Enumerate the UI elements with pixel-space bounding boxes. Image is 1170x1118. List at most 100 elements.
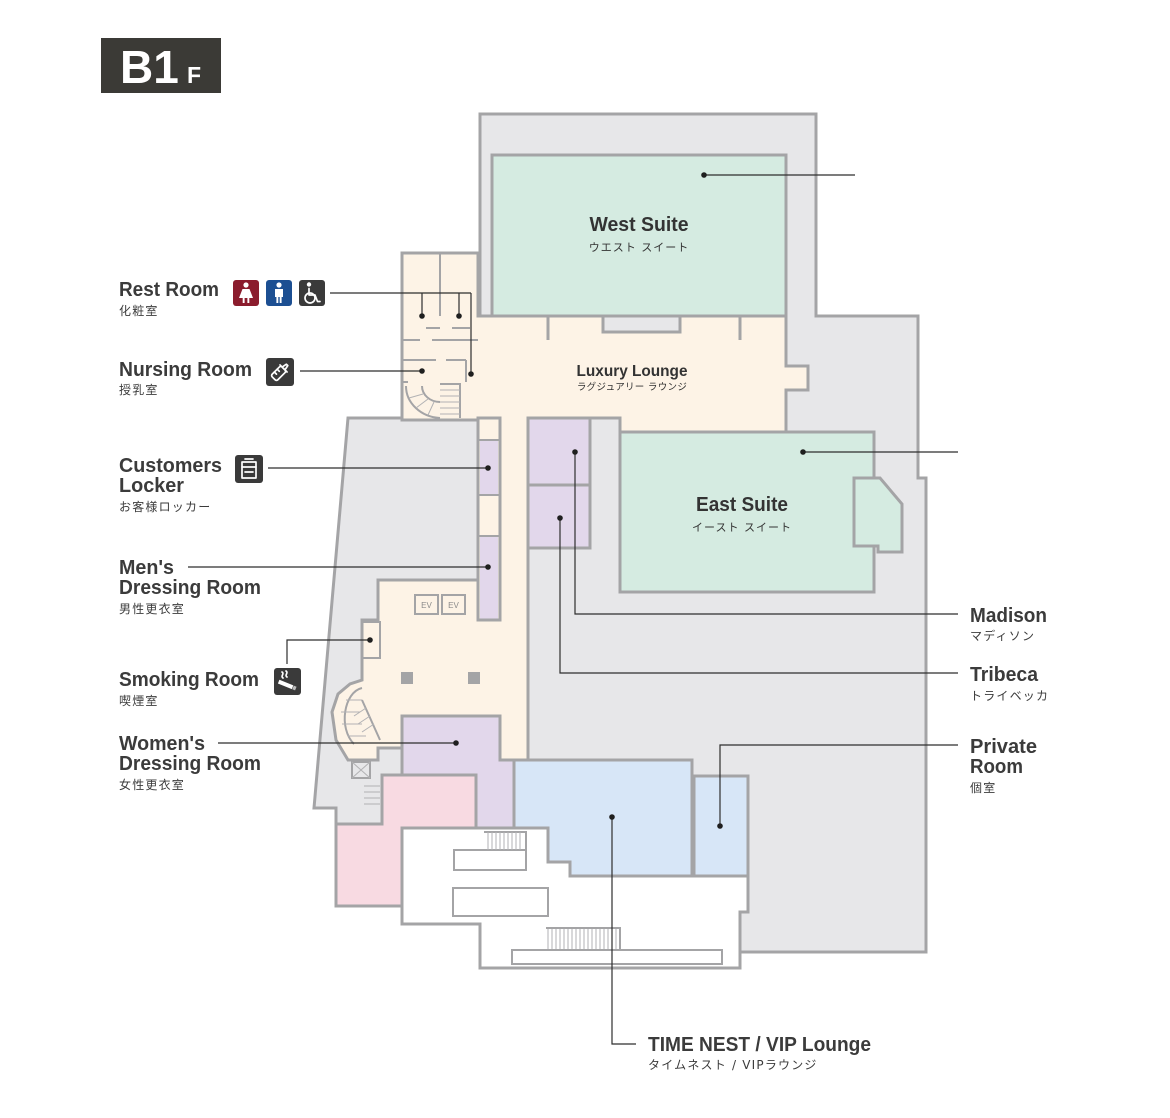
customers-locker-label-line1: Customers: [119, 455, 222, 477]
rest-room-marker-3: [468, 371, 474, 377]
smoking-icon-cigarette-tip: [292, 685, 297, 691]
nursing-room-label: Nursing Room: [119, 359, 252, 381]
private-room-label-line2: Room: [970, 756, 1023, 778]
male-restroom-icon: [266, 280, 292, 306]
mens-dressing-label-line1: Men's: [119, 557, 174, 579]
upper-stair-treads: [487, 832, 521, 850]
service-box: [351, 761, 371, 779]
luxury-lounge-label: Luxury Lounge: [577, 363, 688, 380]
lower-open-area: [400, 826, 750, 970]
time-nest-leader: [611, 817, 636, 1045]
womens-dressing-marker: [453, 740, 459, 746]
locker-icon-details: [241, 458, 257, 473]
wheelchair-icon: [299, 280, 325, 306]
tribeca-label: Tribeca: [970, 664, 1039, 686]
small-stair-treads: [364, 785, 380, 805]
private-room-marker: [717, 823, 723, 829]
west-suite-storage: [601, 314, 682, 334]
lower-counter: [452, 887, 549, 917]
east-suite-marker: [800, 449, 806, 455]
pillar-right: [468, 672, 480, 684]
baby-bottle-icon: [266, 358, 294, 386]
service-column-dividers: [478, 439, 500, 537]
east-suite-label-ja: イースト スイート: [692, 521, 792, 534]
smoking-icon-cigarette-body: [277, 679, 294, 690]
luxury-lounge-label-ja: ラグジュアリー ラウンジ: [577, 381, 687, 393]
elevator-1-label: EV: [421, 601, 432, 610]
upper-stair-outline: [484, 831, 527, 850]
elevator-1: [414, 594, 439, 615]
womens-dressing-label-line1: Women's: [119, 733, 205, 755]
customers-locker-label-line2: Locker: [119, 475, 184, 497]
restroom-walls: [402, 253, 478, 383]
rest-room-marker-1: [419, 313, 425, 319]
smoking-icon-smoke: [281, 670, 288, 679]
womens-dressing-label-line2: Dressing Room: [119, 753, 261, 775]
left-stair-treads: [341, 699, 375, 737]
east-suite-room: [618, 430, 876, 594]
mens-dressing-label-line2: Dressing Room: [119, 577, 261, 599]
womens-dressing-label-ja: 女性更衣室: [119, 777, 185, 792]
east-suite-alcove: [852, 476, 904, 554]
nursing-room-label-ja: 授乳室: [119, 382, 159, 397]
east-suite-label: East Suite: [696, 494, 788, 516]
smoking-room-leader: [286, 639, 370, 664]
upper-stair-landing: [453, 849, 527, 871]
rest-room-label: Rest Room: [119, 279, 219, 301]
wheelchair-icon-head: [306, 282, 312, 287]
service-column: [476, 416, 502, 622]
floor-level: B1: [120, 41, 179, 93]
smoking-room-label-ja: 喫煙室: [119, 693, 159, 708]
floor-suffix: F: [187, 62, 201, 88]
rest-room-leader: [330, 292, 472, 374]
leader-lines: [188, 172, 958, 1045]
floor-badge-background: [101, 38, 221, 93]
service-box-cross: [351, 761, 371, 779]
time-nest-marker: [609, 814, 615, 820]
rest-room-marker-2: [456, 313, 462, 319]
baby-bottle-icon-shape: [270, 363, 289, 382]
smoking-room-label: Smoking Room: [119, 669, 259, 691]
private-room-label-line1: Private: [970, 736, 1037, 758]
female-restroom-icon: [233, 280, 259, 306]
locker-icon: [235, 455, 263, 483]
west-suite-marker: [701, 172, 707, 178]
lower-stair-outline: [546, 927, 621, 950]
female-restroom-icon-figure: [239, 289, 253, 303]
wheelchair-icon-body: [308, 287, 321, 303]
baby-bottle-icon-bg: [266, 358, 294, 386]
time-nest-label-ja: タイムネスト / VIPラウンジ: [648, 1058, 818, 1072]
tribeca-label-ja: トライベッカ: [970, 689, 1049, 703]
smoking-icon: [274, 668, 301, 695]
madison-marker: [572, 449, 578, 455]
madison-label-ja: マディソン: [970, 628, 1035, 643]
wheelchair-icon-wheel: [304, 292, 316, 304]
time-nest-label: TIME NEST / VIP Lounge: [648, 1034, 871, 1056]
male-restroom-icon-head: [276, 282, 282, 288]
rest-room-label-ja: 化粧室: [119, 303, 159, 318]
madison-leader: [574, 452, 958, 615]
restroom-stair-outline: [404, 383, 461, 419]
pillar-left: [401, 672, 413, 684]
male-restroom-icon-figure: [275, 289, 283, 303]
elevator-2: [441, 594, 466, 615]
smoking-icon-cigarette: [277, 679, 297, 691]
private-room-label-ja: 個室: [970, 780, 996, 795]
mens-dressing-marker: [485, 564, 491, 570]
restroom-stair-treads: [408, 389, 460, 416]
smoking-room-marker: [367, 637, 373, 643]
floor-badge: B1 F: [101, 38, 221, 93]
customers-locker-marker: [485, 465, 491, 471]
elevator-2-label: EV: [448, 601, 459, 610]
baby-bottle-icon-details: [273, 363, 289, 375]
tribeca-leader: [559, 518, 958, 674]
private-room-leader: [719, 744, 958, 826]
west-suite-label-ja: ウエスト スイート: [589, 241, 690, 254]
mens-dressing-room: [480, 536, 498, 620]
nursing-room-marker: [419, 368, 425, 374]
madison-room: [526, 416, 592, 487]
madison-label: Madison: [970, 605, 1047, 627]
west-suite-entrance-walls: [546, 316, 742, 340]
female-restroom-icon-head: [243, 282, 249, 288]
